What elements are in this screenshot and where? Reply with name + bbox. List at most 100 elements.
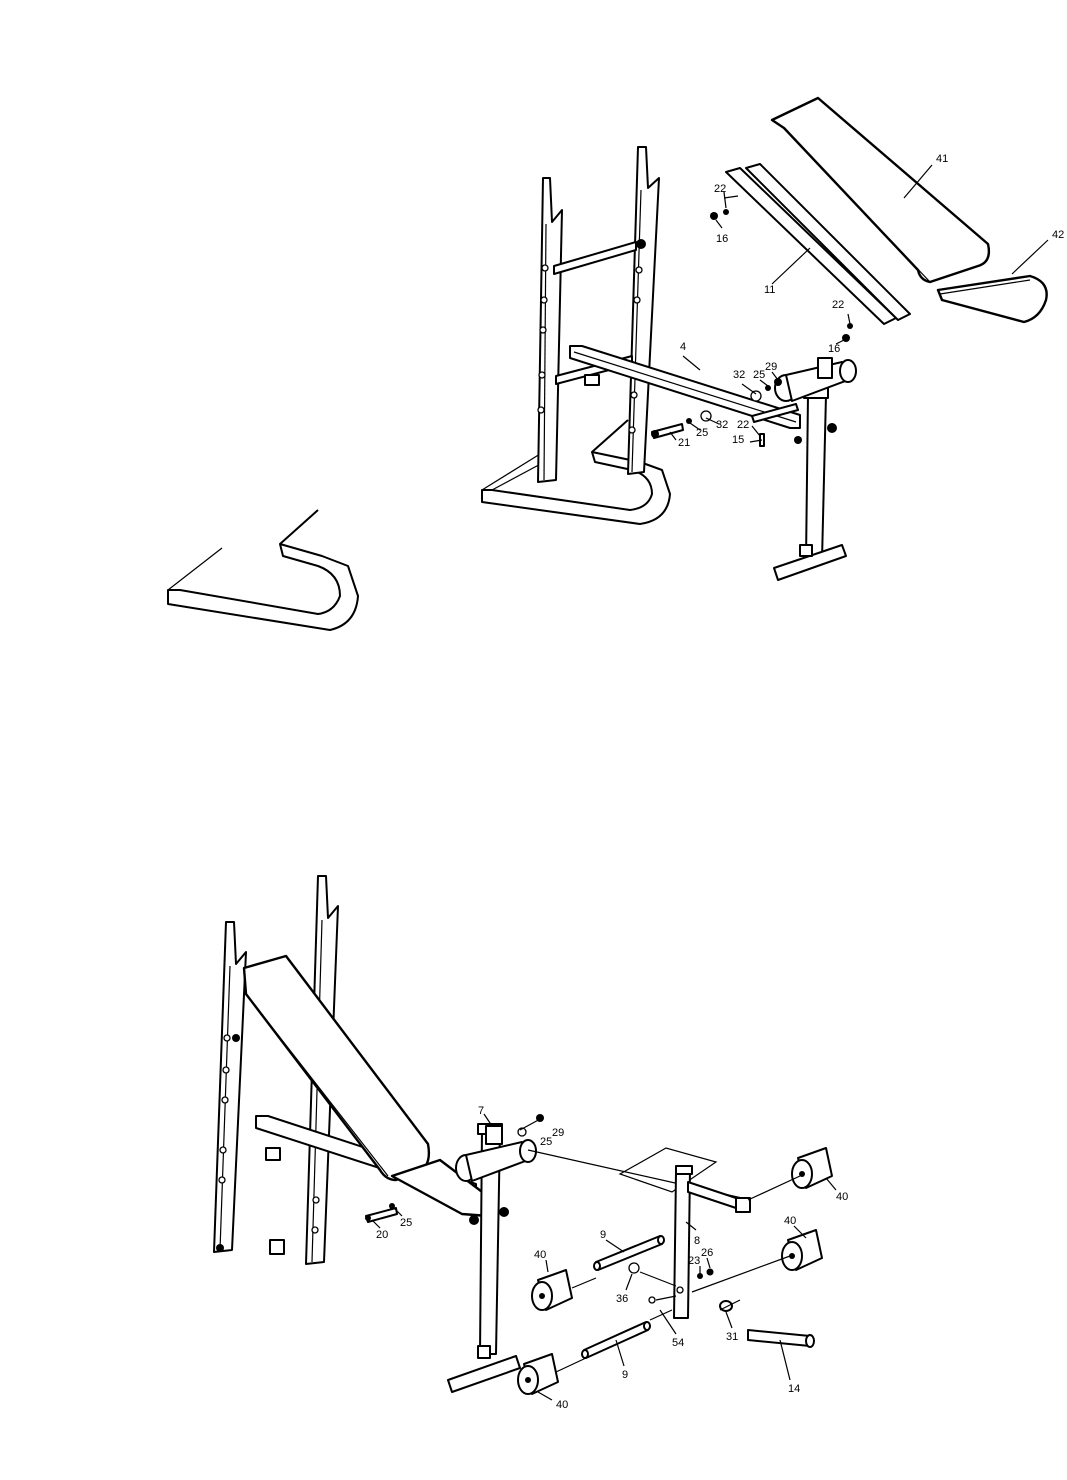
callout-40d: 40 <box>556 1399 568 1411</box>
upright-hole <box>542 265 548 271</box>
leader <box>752 426 760 436</box>
tube-9 <box>596 1236 662 1270</box>
foot-cap <box>585 375 599 385</box>
callout-16b: 16 <box>828 343 840 355</box>
upright-hole <box>312 1227 318 1233</box>
callout-16: 16 <box>716 233 728 245</box>
roller-40-bottom <box>518 1354 558 1394</box>
callout-25b: 25 <box>696 427 708 439</box>
ext-hole <box>677 1287 683 1293</box>
leader <box>520 1118 542 1130</box>
pin-54 <box>649 1297 655 1303</box>
callout-41: 41 <box>936 153 948 165</box>
leader <box>372 1220 380 1228</box>
back-pad-41 <box>772 98 989 282</box>
bolt-20 <box>366 1208 397 1222</box>
leader <box>707 1258 710 1268</box>
upright-hole <box>223 1067 229 1073</box>
front-leg <box>806 395 826 560</box>
base-frame-lower <box>168 544 358 630</box>
leader <box>780 1340 790 1380</box>
leader <box>1012 240 1048 274</box>
knob <box>794 436 802 444</box>
seat-pad-42 <box>938 276 1047 322</box>
leader <box>546 1260 548 1272</box>
ext-arm-end <box>736 1198 750 1212</box>
tube-end <box>644 1322 650 1330</box>
callout-42: 42 <box>1052 229 1064 241</box>
leader <box>848 314 850 324</box>
leader <box>724 196 738 198</box>
leader <box>538 1392 552 1400</box>
callout-14: 14 <box>788 1383 800 1395</box>
tube-end <box>594 1262 600 1270</box>
callout-20: 20 <box>376 1229 388 1241</box>
leader <box>772 372 778 380</box>
roller-mount <box>818 358 832 378</box>
knob <box>499 1207 509 1217</box>
callout-11: 11 <box>764 284 775 296</box>
callout-8: 8 <box>694 1235 700 1247</box>
ext-cap <box>676 1166 692 1174</box>
knob <box>469 1215 479 1225</box>
callout-22: 22 <box>714 183 726 195</box>
base-brace <box>482 454 540 490</box>
foot-joint <box>478 1346 490 1358</box>
bolt-head <box>365 1215 371 1221</box>
callout-40c: 40 <box>534 1249 546 1261</box>
lower-assembly: 7 29 25 20 25 40 40 9 8 23 26 40 36 54 3… <box>168 510 848 1411</box>
upper-assembly: 41 42 22 16 11 22 16 4 32 25 29 32 25 21… <box>482 98 1064 580</box>
knob <box>232 1034 240 1042</box>
bolt-16 <box>710 212 718 220</box>
knob <box>636 239 646 249</box>
upright-hole <box>222 1097 228 1103</box>
leader <box>683 356 700 370</box>
callout-25: 25 <box>753 369 765 381</box>
upright-hole <box>224 1035 230 1041</box>
callout-26: 26 <box>701 1247 713 1259</box>
callout-9: 9 <box>600 1229 606 1241</box>
upright-hole <box>629 427 635 433</box>
callout-7: 7 <box>478 1105 484 1117</box>
alignment-line <box>692 1256 790 1292</box>
upright-hole <box>538 407 544 413</box>
upright-hole <box>636 267 642 273</box>
upright-hole <box>634 297 640 303</box>
bolt-head <box>651 430 659 438</box>
upright-hole <box>540 327 546 333</box>
upright-hole <box>631 392 637 398</box>
rear-brace-lower <box>280 510 318 544</box>
roller-40-top <box>792 1148 832 1188</box>
callout-29: 29 <box>765 361 777 373</box>
tube-end <box>582 1350 588 1358</box>
front-foot-lower <box>448 1356 520 1392</box>
knob <box>827 423 837 433</box>
callout-36: 36 <box>616 1293 628 1305</box>
alignment-line <box>556 1358 586 1372</box>
foot-cap-lower <box>270 1240 284 1254</box>
upright-hole <box>541 297 547 303</box>
knob <box>216 1244 224 1252</box>
main-tube-edge <box>574 352 796 422</box>
leader <box>772 248 810 284</box>
leader <box>606 1240 624 1252</box>
upright-hole <box>220 1147 226 1153</box>
leader <box>726 1312 732 1328</box>
callout-32b: 32 <box>716 419 728 431</box>
foot-joint <box>800 545 812 556</box>
leader <box>826 1178 836 1190</box>
leader <box>616 1340 624 1366</box>
callout-29: 29 <box>552 1127 564 1139</box>
callout-25: 25 <box>540 1136 552 1148</box>
callout-21: 21 <box>678 437 690 449</box>
upright-hole <box>313 1197 319 1203</box>
callout-54: 54 <box>672 1337 684 1349</box>
roller-40-left <box>532 1270 572 1310</box>
base-brace-lower <box>168 548 222 590</box>
leader <box>656 1296 676 1300</box>
callout-4: 4 <box>680 341 686 353</box>
leader <box>626 1274 632 1290</box>
alignment-plane <box>620 1148 716 1192</box>
nut-26 <box>707 1269 714 1276</box>
